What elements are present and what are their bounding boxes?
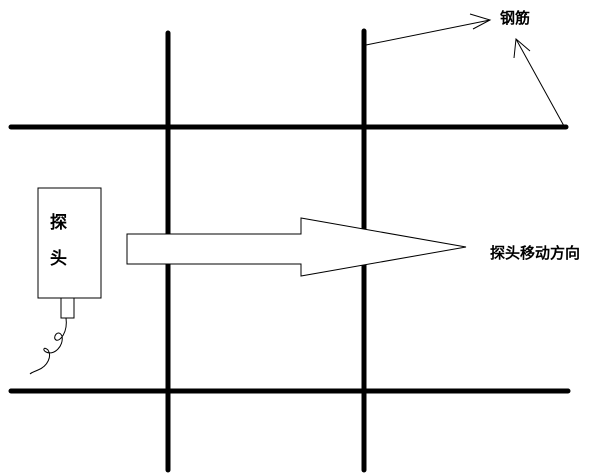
probe-connector (60, 297, 75, 319)
leader-arrowhead-upper (469, 13, 492, 30)
rebar-leader-arrows (365, 13, 565, 127)
leader-arrowhead-lower (513, 38, 531, 59)
probe-label-char-2: 头 (50, 249, 67, 269)
probe-body (37, 187, 102, 299)
probe-cable (29, 317, 67, 375)
leader-line-upper (365, 19, 491, 46)
probe-label-char-1: 探 (50, 213, 67, 233)
probe (37, 187, 102, 319)
direction-arrow (126, 217, 467, 277)
rebar-label: 钢筋 (500, 9, 531, 27)
direction-label: 探头移动方向 (490, 244, 581, 262)
leader-line-lower (515, 38, 565, 127)
